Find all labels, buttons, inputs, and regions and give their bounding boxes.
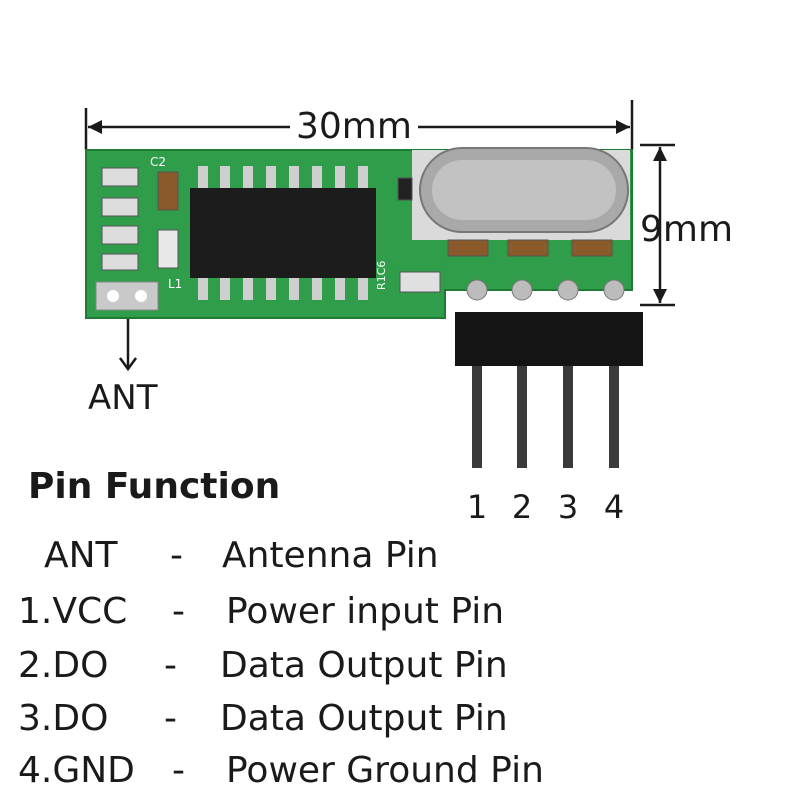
pin-name: 4.GND (18, 750, 135, 791)
smd-components-left (101, 167, 179, 271)
pin-description: Antenna Pin (222, 535, 439, 576)
pin-description: Power input Pin (226, 591, 505, 632)
pin-separator: - (164, 698, 177, 739)
antenna-pad (95, 281, 159, 311)
pin-number-2: 2 (511, 488, 533, 526)
pin-separator: - (170, 535, 183, 576)
height-dimension-label: 9mm (640, 209, 734, 250)
crystal-oscillator (412, 147, 630, 240)
pin-name: 1.VCC (18, 591, 128, 632)
pcb-board: C2 L1 R1C6 (85, 147, 633, 319)
pin-separator: - (172, 591, 185, 632)
pin-separator: - (172, 750, 185, 791)
silk-l1: L1 (168, 277, 182, 291)
pin-description: Power Ground Pin (226, 750, 544, 791)
smd-components-right (397, 177, 613, 293)
antenna-arrow (118, 315, 138, 372)
pin-header (455, 312, 643, 468)
silk-r1c6: R1C6 (375, 261, 388, 290)
ic-chip (190, 166, 376, 300)
pin-name: 2.DO (18, 645, 109, 686)
pin-description: Data Output Pin (220, 645, 508, 686)
height-dimension (640, 143, 675, 307)
antenna-label: ANT (88, 378, 158, 418)
pin-number-4: 4 (603, 488, 625, 526)
pin-function-title: Pin Function (28, 466, 281, 507)
pin-name: ANT (44, 535, 118, 576)
pin-separator: - (164, 645, 177, 686)
pin-description: Data Output Pin (220, 698, 508, 739)
pin-name: 3.DO (18, 698, 109, 739)
pin-number-3: 3 (557, 488, 579, 526)
pin-number-1: 1 (466, 488, 488, 526)
header-solder-pads (466, 279, 625, 301)
silk-c2: C2 (150, 155, 166, 169)
width-dimension-label: 30mm (290, 107, 418, 147)
